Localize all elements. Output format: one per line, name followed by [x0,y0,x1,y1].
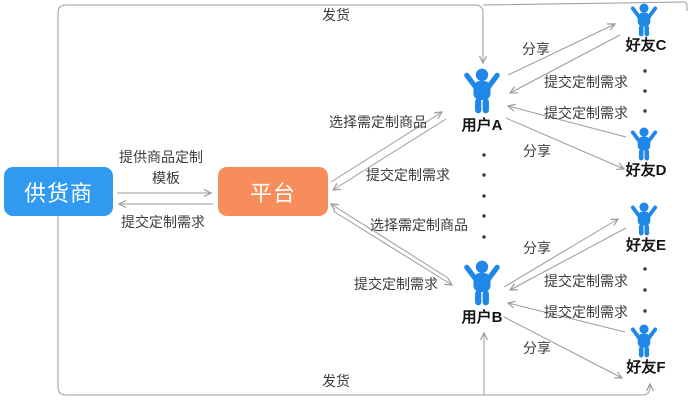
friend-f-person-icon [630,324,658,358]
arrow-ship-to-user-a [57,4,488,167]
arrow-platform-user-b-up [329,203,449,279]
arrow-platform-user-a-up [330,111,444,183]
label-submit-request-b: 提交定制需求 [354,276,438,292]
label-ship-top: 发货 [322,7,350,23]
arrow-share-to-friend-e [503,218,620,288]
label-share-f: 分享 [523,340,551,356]
label-share-c: 分享 [522,41,550,57]
label-ship-bottom: 发货 [322,373,350,389]
arrow-ship-to-friend-f [57,216,655,396]
label-submit-request-f: 提交定制需求 [544,304,628,320]
friend-e-label: 好友E [625,237,667,254]
label-select-goods-b: 选择需定制商品 [370,217,468,233]
friend-c-person-icon [630,3,658,37]
label-submit-request-d: 提交定制需求 [544,105,628,121]
line-ship-top-continuation [482,1,688,11]
arrow-share-to-friend-c [507,23,617,76]
ellipsis-dots [482,69,647,313]
label-share-d: 分享 [523,143,551,159]
friend-e-person-icon [630,202,658,236]
friend-f-label: 好友F [626,359,666,376]
platform-label: 平台 [249,180,296,206]
supplier-label: 供货商 [23,180,93,206]
arrow-submit-from-friend-c [508,34,621,94]
arrow-platform-user-a-down [331,118,447,191]
arrow-platform-user-b-down [332,210,454,286]
label-share-e: 分享 [523,240,551,256]
arrow-share-to-friend-d [505,117,626,171]
arrow-submit-from-friend-e [508,227,627,291]
user-a-label: 用户A [461,117,503,134]
arrow-share-to-friend-f [503,316,624,379]
friend-d-label: 好友D [625,162,667,179]
label-submit-to-supplier: 提交定制需求 [121,214,205,230]
platform-node: 平台 [218,167,328,216]
user-a-person-icon [463,68,501,114]
label-submit-request-e: 提交定制需求 [544,273,628,289]
supplier-node: 供货商 [4,167,113,216]
user-b-person-icon [463,260,501,306]
friend-c-label: 好友C [625,37,667,54]
label-submit-request-c: 提交定制需求 [544,74,628,90]
arrow-submit-from-friend-f [506,300,626,333]
friend-d-person-icon [630,127,658,161]
label-submit-request-a: 提交定制需求 [366,167,450,183]
label-provide-template-line1: 提供商品定制 [119,149,203,165]
label-provide-template-line2: 模板 [152,170,180,186]
user-b-label: 用户B [461,309,503,326]
label-select-goods-a: 选择需定制商品 [329,114,427,130]
arrow-submit-from-friend-d [506,103,627,138]
